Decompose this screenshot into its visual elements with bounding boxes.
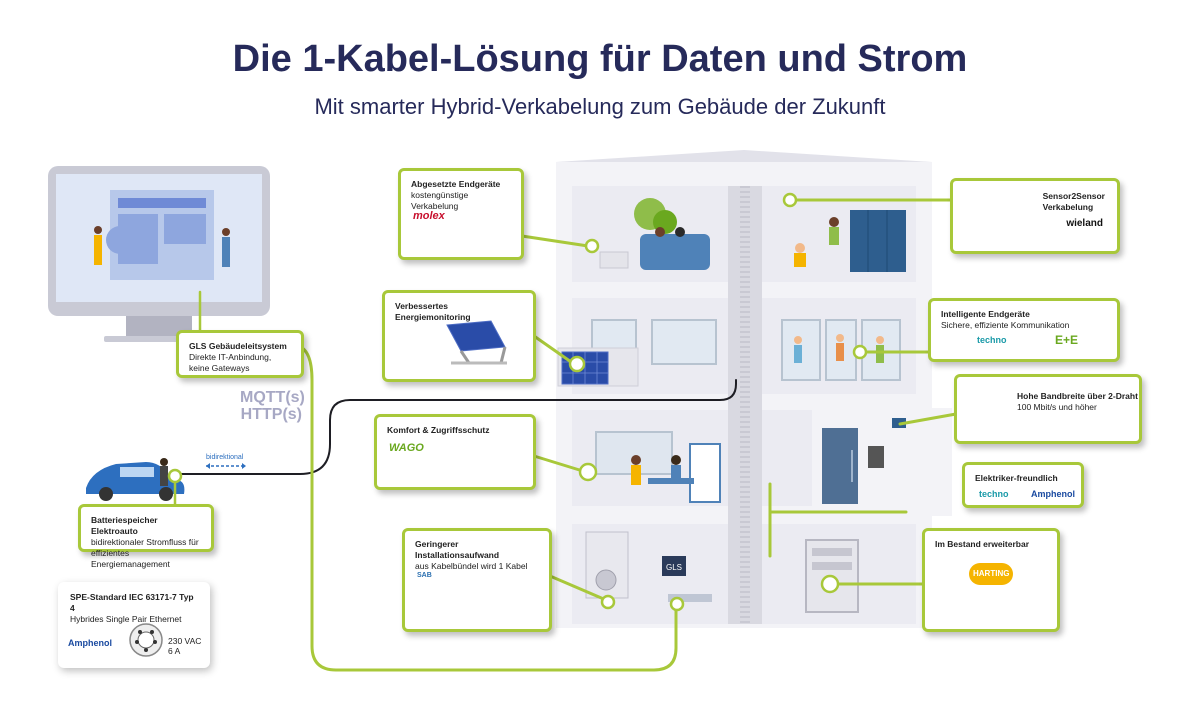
radiator xyxy=(599,251,629,269)
connector-icon xyxy=(782,192,798,208)
callout-battery[interactable]: Batteriespeicher Elektroauto bidirektion… xyxy=(78,504,214,569)
spec-box: SPE-Standard IEC 63171-7 Typ 4 Hybrides … xyxy=(58,582,210,668)
callout-gls[interactable]: GLS Gebäudeleitsystem Direkte IT-Anbindu… xyxy=(176,330,304,378)
molex-logo: molex xyxy=(413,210,445,222)
spec-title: SPE-Standard IEC 63171-7 Typ 4 xyxy=(70,592,194,614)
callout-title: Sensor2Sensor xyxy=(1042,191,1105,201)
page-subtitle: Mit smarter Hybrid-Verkabelung zum Gebäu… xyxy=(314,94,886,119)
callout-desc: Direkte IT-Anbindung, xyxy=(189,352,272,363)
callout-title: Elektriker-freundlich xyxy=(975,473,1058,483)
protocol-mqtt: MQTT(s) xyxy=(240,389,305,406)
house-roof-icon xyxy=(556,150,932,162)
data-cable xyxy=(181,379,737,475)
protocol-http: HTTP(s) xyxy=(240,405,302,423)
callout-title: Komfort & Zugriffsschutz xyxy=(387,425,490,435)
sab-logo: SAB xyxy=(417,572,432,579)
callout-title: Im Bestand erweiterbar xyxy=(935,539,1030,549)
callout-desc: aus Kabelbündel wird 1 Kabel xyxy=(415,561,528,572)
callout-bestand[interactable]: Im Bestand erweiterbar HARTING xyxy=(922,528,1060,632)
callout-desc: Sichere, effiziente Kommunikation xyxy=(941,320,1070,331)
connector-icon xyxy=(600,594,616,610)
callout-intelligent[interactable]: Intelligente Endgeräte Sichere, effizien… xyxy=(928,298,1120,362)
callout-desc: effizientes Energiemanagement xyxy=(91,548,170,570)
callout-desc: kostengünstige Verkabelung xyxy=(411,190,469,212)
callout-title-2: Verkabelung xyxy=(1042,202,1094,213)
spe-connector-icon xyxy=(129,623,163,657)
callout-endgeraete[interactable]: Abgesetzte Endgeräte kostengünstige Verk… xyxy=(398,168,524,260)
intercom xyxy=(868,446,884,468)
techno-logo: techno xyxy=(977,335,1007,345)
callout-title: Hohe Bandbreite über 2-Draht xyxy=(1017,391,1138,401)
connector-icon xyxy=(820,574,840,594)
callout-title: GLS Gebäudeleitsystem xyxy=(189,341,287,351)
connector-icon xyxy=(167,468,183,484)
gls-device-label: GLS xyxy=(666,563,682,572)
shelf xyxy=(689,443,721,503)
spec-voltage: 230 VAC xyxy=(168,636,202,646)
protocol-label: MQTT(s) HTTP(s) xyxy=(240,389,305,424)
connector-icon xyxy=(852,344,868,360)
gls-device xyxy=(662,556,686,576)
callout-bandbreite[interactable]: Hohe Bandbreite über 2-Draht 100 Mbit/s … xyxy=(954,374,1142,444)
callout-desc: 100 Mbit/s und höher xyxy=(1017,402,1097,413)
callout-title: Batteriespeicher Elektroauto xyxy=(91,515,158,537)
callout-komfort[interactable]: Komfort & Zugriffsschutz WAGO xyxy=(374,414,536,490)
wago-logo: WAGO xyxy=(389,442,424,454)
harting-logo: HARTING xyxy=(969,563,1014,586)
amphenol-logo: Amphenol xyxy=(68,638,112,648)
solar-panel-icon xyxy=(446,320,507,365)
hybrid-cable xyxy=(296,344,678,672)
connector-icon xyxy=(584,238,600,254)
spec-desc: Hybrides Single Pair Ethernet xyxy=(70,614,182,625)
ee-logo: E+E xyxy=(1055,333,1079,347)
callout-energie[interactable]: Verbessertes Energiemonitoring xyxy=(382,290,536,382)
callout-desc: bidirektionaler Stromfluss für xyxy=(91,537,199,548)
window xyxy=(781,319,821,381)
callout-desc: keine Gateways xyxy=(189,363,250,374)
lockers xyxy=(850,210,906,272)
page-title: Die 1-Kabel-Lösung für Daten und Strom xyxy=(232,38,968,80)
spec-current: 6 A xyxy=(168,646,181,656)
callout-elektriker[interactable]: Elektriker-freundlich techno Amphenol xyxy=(962,462,1084,508)
connector-icon xyxy=(568,355,586,373)
wieland-logo: wieland xyxy=(1066,218,1103,229)
amphenol-logo: Amphenol xyxy=(1031,489,1075,499)
sofa xyxy=(640,234,710,270)
connector-icon xyxy=(578,462,598,482)
callout-title: Verbessertes Energiemonitoring xyxy=(395,301,471,323)
connector-icon xyxy=(669,596,685,612)
bidirectional-label: bidirektional xyxy=(206,454,244,461)
callout-title: Abgesetzte Endgeräte xyxy=(411,179,501,189)
callout-sensor[interactable]: Sensor2Sensor Verkabelung wieland xyxy=(950,178,1120,254)
electric-car-icon xyxy=(86,462,185,494)
techno-logo: techno xyxy=(979,489,1009,499)
callout-title: Intelligente Endgeräte xyxy=(941,309,1030,319)
callout-installation[interactable]: Geringerer Installationsaufwand aus Kabe… xyxy=(402,528,552,632)
callout-title: Geringerer Installationsaufwand xyxy=(415,539,500,561)
window xyxy=(651,319,717,365)
